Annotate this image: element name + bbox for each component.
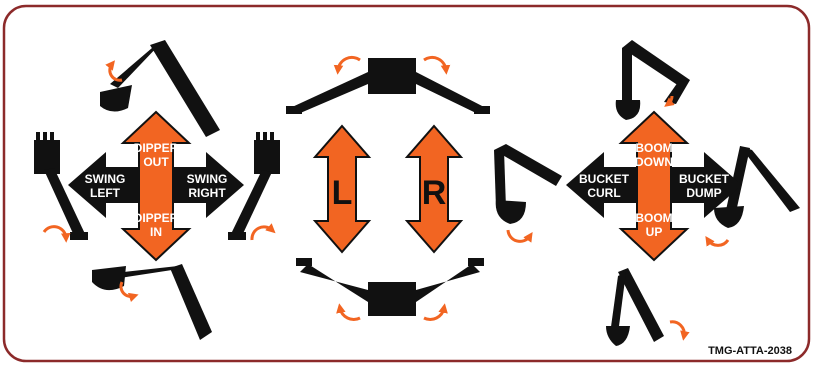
arm-icon — [615, 40, 690, 120]
arm-icon — [92, 264, 212, 340]
track-pattern: L R — [286, 55, 490, 321]
track-frame-icon — [286, 55, 490, 114]
boom-arrow — [618, 110, 690, 262]
arm-icon — [100, 40, 220, 137]
decal-border — [2, 4, 811, 363]
dipper-arrow — [120, 110, 192, 262]
arm-icon — [34, 132, 88, 243]
arm-icon — [494, 144, 562, 243]
arm-icon — [228, 132, 280, 241]
right-track-arrow — [404, 124, 464, 254]
part-number: TMG-ATTA-2038 — [708, 345, 792, 357]
track-frame-icon — [296, 258, 484, 321]
left-track-arrow — [312, 124, 372, 254]
left-track-label: L — [332, 174, 353, 212]
arm-icon — [705, 146, 800, 247]
arm-icon — [606, 268, 690, 346]
right-track-label: R — [422, 174, 447, 212]
